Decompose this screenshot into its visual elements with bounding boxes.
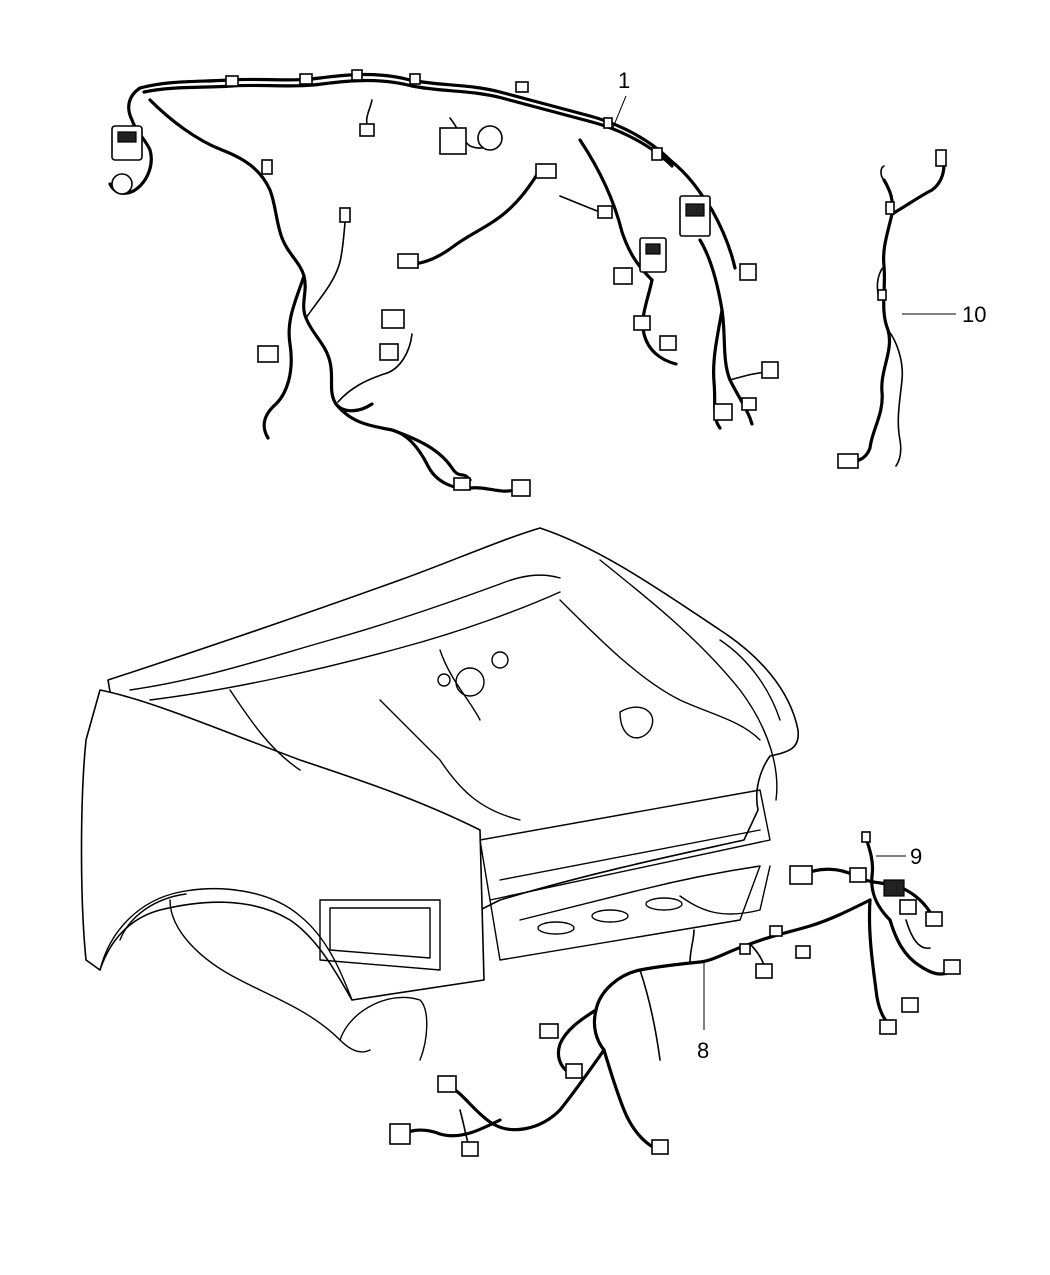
callout-10: 10 xyxy=(962,302,986,327)
harness-1 xyxy=(108,69,779,497)
harness-10 xyxy=(837,149,947,469)
callout-8: 8 xyxy=(697,1038,709,1063)
callout-9: 9 xyxy=(910,844,922,869)
callouts: 1 10 9 8 xyxy=(611,68,986,1063)
vehicle-front-structure xyxy=(80,527,799,1061)
harness-8 xyxy=(389,898,872,1157)
callout-1-leader xyxy=(611,95,627,131)
callout-1: 1 xyxy=(618,68,630,93)
harness-9 xyxy=(789,831,961,1035)
